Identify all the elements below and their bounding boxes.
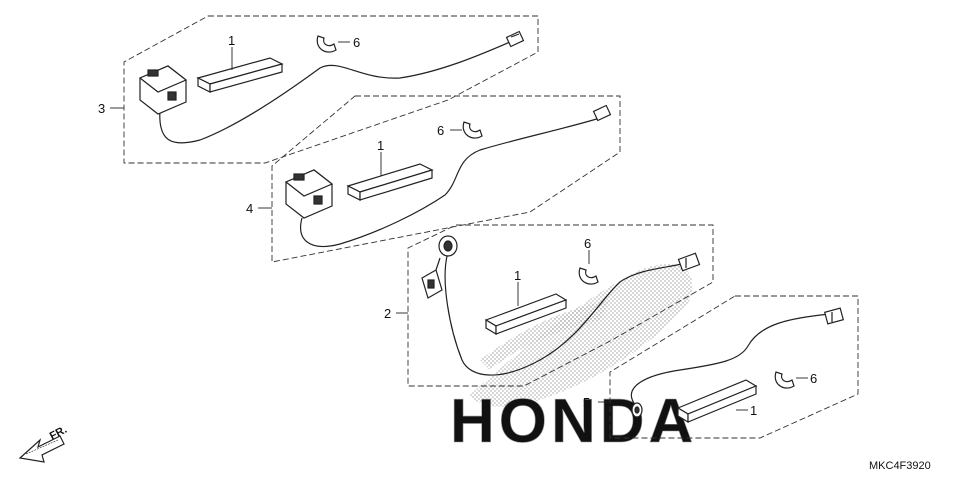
wire-harness [159, 41, 511, 144]
callout-label-pad-2: 1 [514, 268, 521, 283]
callout-label-clip-4: 6 [437, 123, 444, 138]
connector-plug-part [823, 307, 845, 325]
wire-clip-part [578, 267, 599, 285]
wire-clip-part [316, 35, 337, 53]
honda-wing-logo-watermark [470, 264, 693, 407]
dashed-boundary-box [609, 295, 859, 439]
callout-label-clip-2: 6 [584, 236, 591, 251]
callout-label-clip-3: 6 [353, 35, 360, 50]
adhesive-pad-part [196, 57, 284, 93]
front-direction-label: FR. [48, 424, 69, 443]
callout-label-pad-4: 1 [377, 138, 384, 153]
sensor-unit-part [138, 65, 188, 115]
assembly-group-3 [110, 15, 539, 164]
dashed-boundary-box [123, 15, 539, 164]
sensor-unit-part [284, 169, 334, 219]
assembly-group-2 [396, 224, 714, 387]
assembly-group-4 [258, 95, 621, 263]
callout-label-pad-3: 1 [228, 33, 235, 48]
front-direction-arrow-icon [18, 435, 65, 463]
connector-plug-part [505, 30, 525, 48]
sensor-unit-part [631, 402, 643, 418]
assembly-group-5 [598, 295, 859, 439]
connector-plug-part [677, 252, 701, 272]
dashed-boundary-box [271, 95, 621, 263]
honda-watermark-text: HONDA [450, 387, 697, 456]
wire-clip-part [774, 371, 795, 389]
callout-label-5: 5 [583, 395, 590, 410]
callout-label-clip-5: 6 [810, 371, 817, 386]
callout-label-pad-5: 1 [750, 403, 757, 418]
callout-label-3: 3 [98, 101, 105, 116]
wire-harness [630, 313, 831, 409]
adhesive-pad-part [346, 163, 434, 201]
callout-label-4: 4 [246, 201, 253, 216]
dashed-boundary-box [407, 224, 714, 387]
sensor-unit-part [421, 235, 458, 299]
wire-clip-part [462, 121, 483, 139]
adhesive-pad-part [484, 293, 568, 336]
wire-harness [444, 251, 691, 376]
connector-plug-part [592, 104, 612, 122]
adhesive-pad-part [676, 379, 758, 424]
drawing-code: MKC4F3920 [869, 460, 931, 472]
callout-label-2: 2 [384, 306, 391, 321]
wire-harness [300, 117, 601, 248]
